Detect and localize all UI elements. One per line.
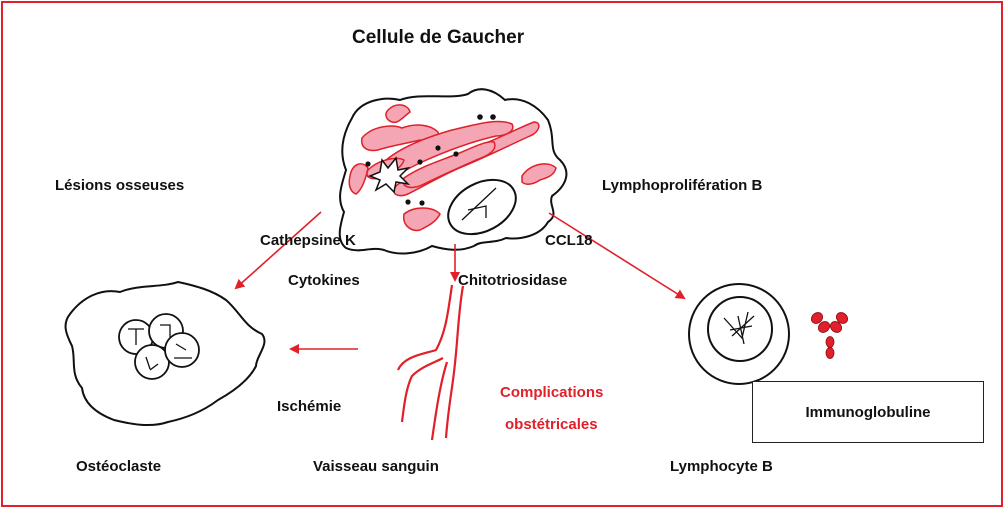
antibody-icon [810, 312, 849, 359]
lysosome [385, 104, 411, 124]
diagram-title: Cellule de Gaucher [352, 27, 525, 48]
arrows [234, 211, 686, 354]
lysosome [403, 207, 441, 232]
arrow-to-osteoclast [234, 211, 322, 290]
gaucher-cell [338, 88, 568, 255]
arrow-to-lymphocyte [548, 212, 686, 300]
label-bone-lesions: Lésions osseuses [55, 177, 185, 194]
lysosome-inclusions [348, 104, 557, 232]
label-cytokines: Cytokines [288, 272, 360, 289]
label-b-lymphocyte: Lymphocyte B [670, 458, 773, 475]
cell-granules [365, 114, 496, 206]
lysosome [402, 141, 496, 189]
lysosome [521, 163, 557, 185]
label-complications-line1: Complications [500, 384, 604, 401]
label-immunoglobulin: Immunoglobuline [805, 404, 931, 421]
label-b-lymphoproliferation: Lymphoprolifération B [602, 177, 763, 194]
lysosome [348, 163, 369, 195]
label-chitotriosidase: Chitotriosidase [458, 272, 568, 289]
cell-nucleus [447, 178, 517, 236]
label-ccl18: CCL18 [545, 232, 593, 249]
starburst-icon [367, 156, 411, 194]
label-osteoclast: Ostéoclaste [76, 458, 162, 475]
immunoglobulin-box: Immunoglobuline [752, 381, 984, 443]
label-cathepsin-k: Cathepsine K [260, 232, 356, 249]
label-ischemia: Ischémie [277, 398, 342, 415]
label-complications-line2: obstétricales [505, 416, 598, 433]
label-blood-vessel: Vaisseau sanguin [313, 458, 439, 475]
b-lymphocyte [688, 283, 790, 385]
blood-vessel [396, 284, 465, 441]
osteoclast [64, 280, 266, 427]
